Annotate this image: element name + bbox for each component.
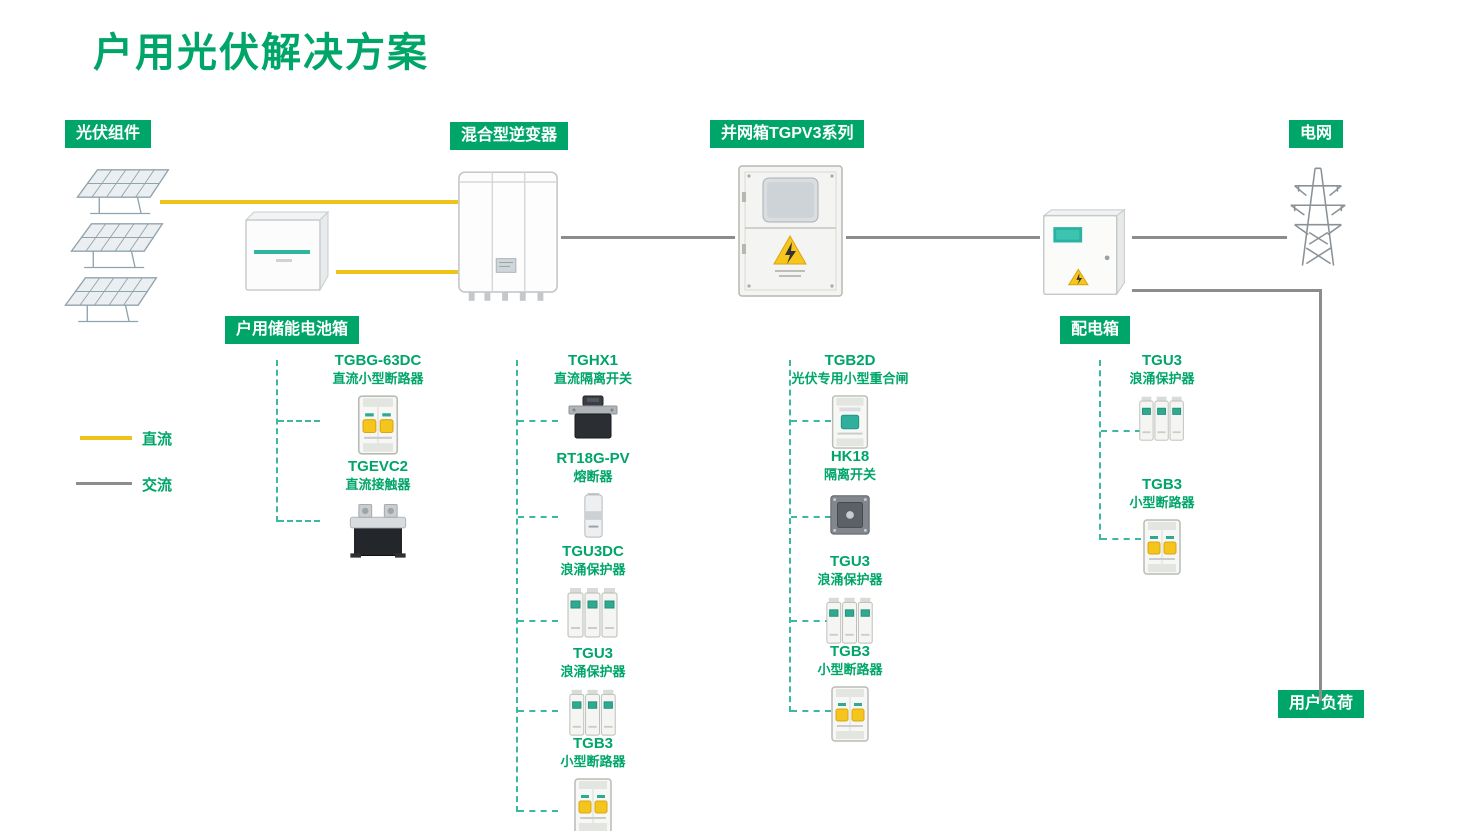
distbox-column-stub-2 <box>1101 538 1141 540</box>
product-model: TGU3 <box>829 553 870 570</box>
surge-protector-icon <box>824 595 876 645</box>
grid-box-image <box>733 162 848 302</box>
product-desc: 浪涌保护器 <box>817 571 883 587</box>
ac-line-distbox-to-grid <box>1132 236 1287 239</box>
tag-grid-box: 并网箱TGPV3系列 <box>710 120 865 148</box>
ac-line-distbox-to-load-vertical <box>1319 289 1322 701</box>
product-tgu3-gridbox: TGU3 浪涌保护器 <box>780 553 920 645</box>
inverter-image <box>455 168 563 306</box>
ac-line-inverter-to-gridbox <box>561 236 735 239</box>
product-tgb3-inverter: TGB3 小型断路器 <box>523 735 663 831</box>
product-model: TGB3 <box>572 735 613 752</box>
inverter-column-stub-1 <box>518 420 558 422</box>
product-model: TGEVC2 <box>347 458 408 475</box>
product-desc: 浪涌保护器 <box>1129 370 1195 386</box>
solar-panel-array-3 <box>60 274 160 329</box>
tag-battery-box: 户用储能电池箱 <box>225 316 360 344</box>
inverter-column-trunk <box>516 360 518 812</box>
legend-dc-swatch <box>80 436 132 440</box>
product-desc: 小型断路器 <box>560 753 626 769</box>
product-model: TGB2D <box>824 352 876 369</box>
legend-dc-label: 直流 <box>142 431 173 448</box>
dc-line-battery-to-inverter <box>336 270 458 274</box>
product-desc: 小型断路器 <box>817 661 883 677</box>
isolator-switch-icon <box>567 394 619 440</box>
battery-column-stub-1 <box>278 420 320 422</box>
breaker-icon <box>1138 518 1186 576</box>
distbox-column-stub-1 <box>1101 430 1141 432</box>
product-hk18: HK18 隔离开关 <box>780 448 920 538</box>
product-tghx1: TGHX1 直流隔离开关 <box>523 352 663 440</box>
distribution-box-image <box>1038 205 1134 303</box>
legend-ac-swatch <box>76 482 132 485</box>
product-desc: 小型断路器 <box>1129 494 1195 510</box>
inverter-column-stub-3 <box>518 620 558 622</box>
surge-protector-icon <box>567 687 619 737</box>
product-tgbg-63dc: TGBG-63DC 直流小型断路器 <box>308 352 448 456</box>
gridbox-column-trunk <box>789 360 791 712</box>
dc-line-pv-to-inverter <box>160 200 458 204</box>
product-model: RT18G-PV <box>556 450 630 467</box>
product-desc: 隔离开关 <box>823 466 876 482</box>
tag-pv-modules: 光伏组件 <box>65 120 152 148</box>
transmission-tower-icon <box>1283 158 1353 271</box>
breaker-icon <box>353 394 403 456</box>
contactor-icon <box>344 500 412 560</box>
product-model: TGHX1 <box>567 352 618 369</box>
product-tgb3-gridbox: TGB3 小型断路器 <box>780 643 920 743</box>
product-desc: 直流接触器 <box>345 476 411 492</box>
product-desc: 浪涌保护器 <box>560 663 626 679</box>
tag-distribution-box: 配电箱 <box>1060 316 1131 344</box>
battery-box-image <box>238 206 338 301</box>
gridbox-column-stub-3 <box>791 620 831 622</box>
surge-protector-icon <box>565 585 621 639</box>
tag-grid: 电网 <box>1289 120 1344 148</box>
breaker-icon <box>826 685 874 743</box>
product-tgb3-distbox: TGB3 小型断路器 <box>1092 476 1232 576</box>
distbox-column-trunk <box>1099 360 1101 540</box>
isolator-switch-icon <box>826 490 874 538</box>
inverter-column-stub-2 <box>518 516 558 518</box>
product-model: TGU3 <box>572 645 613 662</box>
recloser-icon <box>827 394 873 450</box>
breaker-icon <box>569 777 617 831</box>
gridbox-column-stub-1 <box>791 420 831 422</box>
battery-column-trunk <box>276 360 278 522</box>
inverter-column-stub-4 <box>518 710 558 712</box>
product-model: TGB3 <box>1141 476 1182 493</box>
gridbox-column-stub-4 <box>791 710 831 712</box>
battery-column-stub-2 <box>278 520 320 522</box>
product-tgu3-distbox: TGU3 浪涌保护器 <box>1092 352 1232 442</box>
product-tgu3-inverter: TGU3 浪涌保护器 <box>523 645 663 737</box>
product-tgb2d: TGB2D 光伏专用小型重合闸 <box>770 352 930 450</box>
product-desc: 直流隔离开关 <box>553 370 632 386</box>
inverter-column-stub-5 <box>518 810 558 812</box>
ac-line-gridbox-to-distbox <box>846 236 1040 239</box>
solar-panel-array-2 <box>66 220 166 275</box>
product-desc: 浪涌保护器 <box>560 561 626 577</box>
solar-panel-array-1 <box>72 166 172 221</box>
fuse-icon <box>580 492 607 540</box>
product-model: HK18 <box>830 448 870 465</box>
product-model: TGB3 <box>829 643 870 660</box>
product-desc: 直流小型断路器 <box>332 370 424 386</box>
ac-line-distbox-to-load-horizontal <box>1132 289 1322 292</box>
legend-ac-label: 交流 <box>142 477 173 494</box>
tag-inverter: 混合型逆变器 <box>450 122 569 150</box>
product-rt18g-pv: RT18G-PV 熔断器 <box>523 450 663 540</box>
product-model: TGBG-63DC <box>334 352 422 369</box>
page-title: 户用光伏解决方案 <box>93 31 429 75</box>
product-tgevc2: TGEVC2 直流接触器 <box>308 458 448 560</box>
product-model: TGU3 <box>1141 352 1182 369</box>
product-desc: 熔断器 <box>573 468 613 484</box>
product-desc: 光伏专用小型重合闸 <box>791 370 909 386</box>
product-model: TGU3DC <box>562 543 624 560</box>
surge-protector-icon <box>1137 394 1187 442</box>
gridbox-column-stub-2 <box>791 516 831 518</box>
product-tgu3dc: TGU3DC 浪涌保护器 <box>523 543 663 639</box>
